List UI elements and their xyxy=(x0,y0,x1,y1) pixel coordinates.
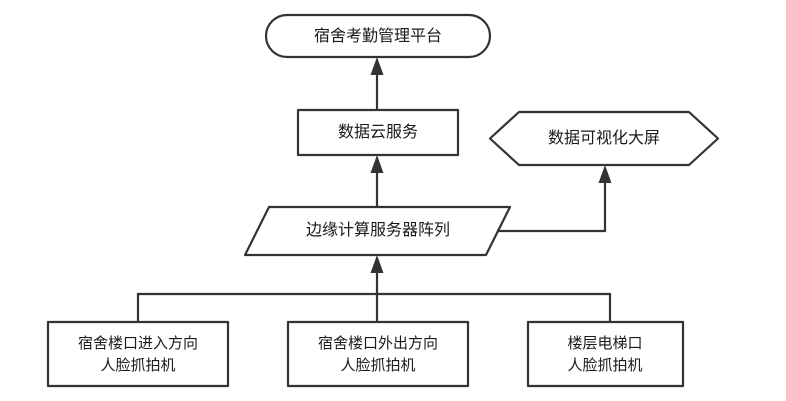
edge-servers-to-visual-screen xyxy=(498,165,612,233)
visual-screen-label: 数据可视化大屏 xyxy=(548,129,660,147)
camera-elevator-label-line1: 楼层电梯口 xyxy=(567,335,642,352)
camera-elevator-label-line2: 人脸抓拍机 xyxy=(567,357,642,374)
edge-line-servers-visual xyxy=(498,178,607,233)
arrow-head-cloud-platform xyxy=(370,57,384,75)
edge-cloud-to-platform xyxy=(370,57,384,110)
arrow-head-bus-servers xyxy=(370,255,384,273)
camera-elevator-shape[interactable] xyxy=(526,320,685,388)
camera-in-shape[interactable] xyxy=(46,320,230,388)
node-platform[interactable]: 宿舍考勤管理平台 xyxy=(264,13,492,59)
camera-in-label-line1: 宿舍楼口进入方向 xyxy=(78,335,198,352)
edge-line-camera-bus xyxy=(136,292,612,322)
edge-servers-to-cloud xyxy=(370,155,384,207)
arrow-head-servers-cloud xyxy=(370,155,384,173)
platform-label: 宿舍考勤管理平台 xyxy=(314,27,442,45)
camera-in-label-line2: 人脸抓拍机 xyxy=(100,357,175,374)
node-camera-out[interactable]: 宿舍楼口外出方向 人脸抓拍机 xyxy=(286,320,470,388)
platform-shape[interactable] xyxy=(264,13,492,59)
cloud-service-shape[interactable] xyxy=(296,108,460,157)
arrow-head-servers-visual xyxy=(598,165,612,183)
visual-screen-shape[interactable] xyxy=(488,110,720,167)
node-cloud-service[interactable]: 数据云服务 xyxy=(296,108,460,157)
node-edge-servers[interactable]: 边缘计算服务器阵列 xyxy=(243,205,512,257)
cloud-service-label: 数据云服务 xyxy=(338,123,418,141)
node-camera-elevator[interactable]: 楼层电梯口 人脸抓拍机 xyxy=(526,320,685,388)
edge-cameras-to-servers xyxy=(136,255,612,322)
node-visual-screen[interactable]: 数据可视化大屏 xyxy=(488,110,720,167)
camera-out-label-line1: 宿舍楼口外出方向 xyxy=(318,335,438,352)
edge-servers-shape[interactable] xyxy=(243,205,512,257)
edge-servers-label: 边缘计算服务器阵列 xyxy=(306,220,450,239)
camera-out-label-line2: 人脸抓拍机 xyxy=(340,357,415,374)
node-camera-in[interactable]: 宿舍楼口进入方向 人脸抓拍机 xyxy=(46,320,230,388)
camera-out-shape[interactable] xyxy=(286,320,470,388)
